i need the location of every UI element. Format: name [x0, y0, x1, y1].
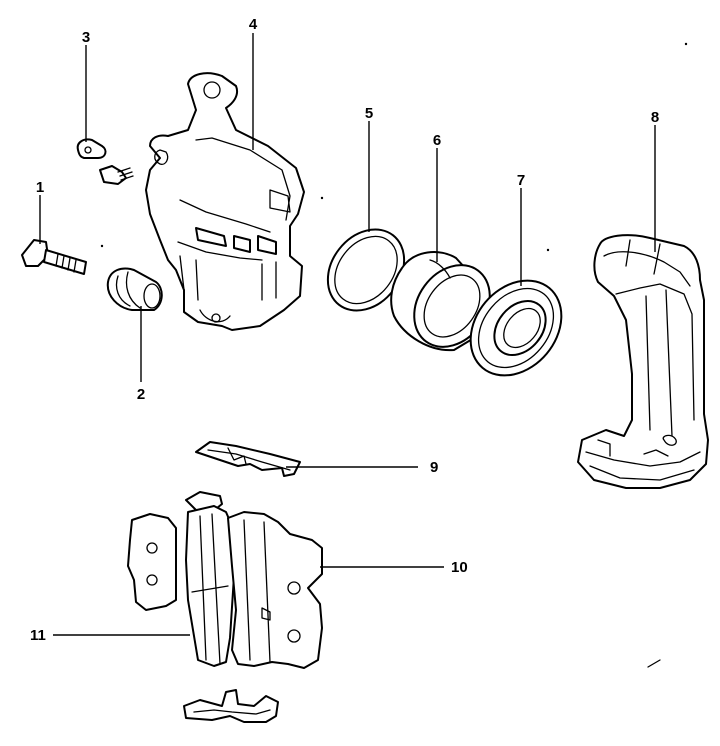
piston-seal: [326, 228, 406, 312]
callout-4: 4: [249, 16, 258, 33]
callout-2: 2: [137, 386, 145, 403]
guide-pin-boot: [106, 267, 163, 311]
callout-11: 11: [30, 627, 46, 644]
callout-3: 3: [82, 29, 90, 46]
guide-pin-bolt: [21, 239, 87, 275]
leader-lines: [39, 33, 656, 636]
piston-dust-boot: [469, 279, 563, 377]
callout-6: 6: [433, 132, 441, 149]
callout-8: 8: [651, 109, 659, 126]
callout-9: 9: [430, 459, 438, 476]
piston: [390, 251, 491, 352]
anti-squeal-shim: [127, 491, 223, 611]
stray-marks: [100, 42, 688, 668]
caliper-torque-plate: [577, 234, 709, 489]
pad-support-plate-upper: [195, 441, 301, 477]
outer-brake-pad: [227, 511, 323, 669]
callout-5: 5: [365, 105, 373, 122]
callout-10: 10: [451, 559, 468, 576]
callout-7: 7: [517, 172, 525, 189]
caliper-body: [145, 72, 305, 331]
pad-support-plate-lower: [183, 689, 279, 723]
bleeder-screw: [76, 138, 134, 185]
inner-brake-pad: [185, 505, 235, 667]
callout-1: 1: [36, 179, 44, 196]
